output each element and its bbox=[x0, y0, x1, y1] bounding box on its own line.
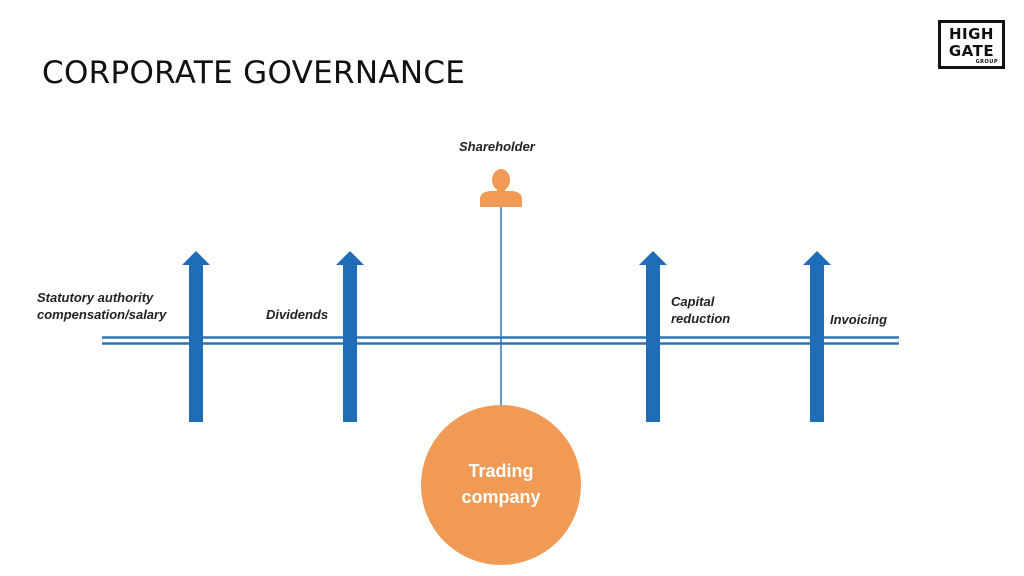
flow-label-salary: Statutory authority compensation/salary bbox=[37, 289, 166, 323]
flow-label-line: reduction bbox=[671, 311, 731, 326]
flow-label-line: Statutory authority bbox=[37, 290, 154, 305]
arrow-up-icon bbox=[803, 251, 831, 422]
trading-company-label: Trading company bbox=[420, 458, 582, 510]
company-label-line: Trading bbox=[468, 461, 534, 481]
logo-text-line3: GROUP bbox=[975, 59, 998, 65]
arrow-up-icon bbox=[182, 251, 210, 422]
page-title: CORPORATE GOVERNANCE bbox=[42, 55, 466, 91]
person-icon bbox=[480, 169, 522, 207]
company-label-line: company bbox=[461, 487, 541, 507]
logo-text-line2: GATE bbox=[948, 42, 995, 60]
flow-label-invoicing: Invoicing bbox=[830, 312, 888, 327]
flow-label-dividends: Dividends bbox=[266, 307, 329, 322]
logo-text-line1: HIGH bbox=[948, 25, 994, 43]
flow-label-line: Capital bbox=[671, 294, 715, 309]
arrow-up-icon bbox=[336, 251, 364, 422]
arrow-up-icon bbox=[639, 251, 667, 422]
highgate-logo: HIGH GATE GROUP bbox=[938, 20, 1005, 69]
shareholder-label: Shareholder bbox=[459, 139, 535, 154]
flow-label-line: compensation/salary bbox=[37, 307, 167, 322]
flow-label-capital-reduction: Capital reduction bbox=[671, 293, 730, 327]
trading-company-circle bbox=[421, 405, 581, 565]
